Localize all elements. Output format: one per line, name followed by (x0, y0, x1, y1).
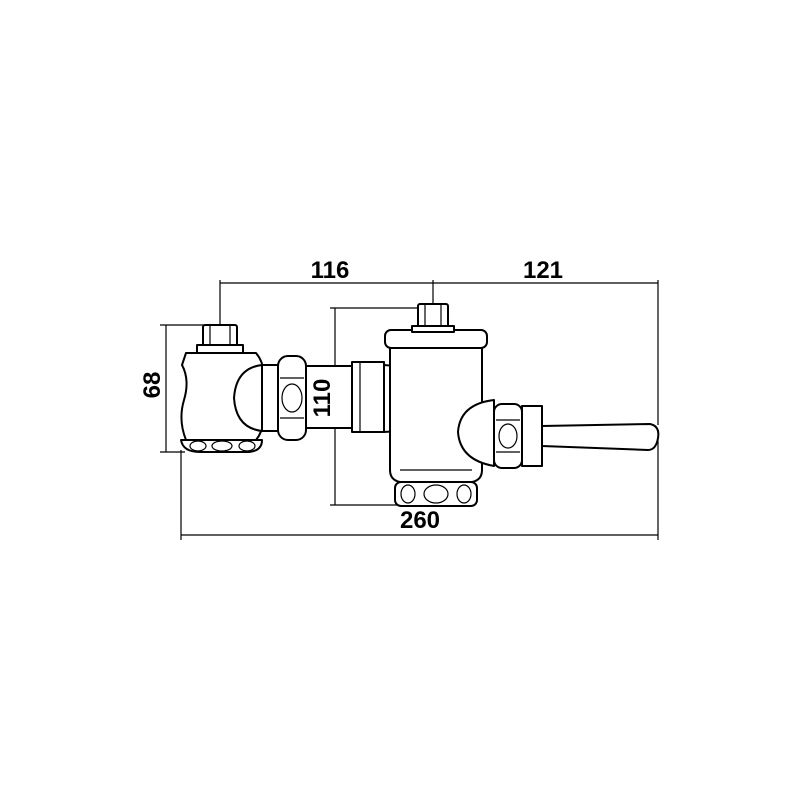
dim-label-110: 110 (309, 379, 336, 418)
dim-label-68: 68 (139, 372, 166, 399)
dim-label-121: 121 (523, 257, 563, 284)
connecting-union (233, 355, 353, 441)
dim-label-260: 260 (400, 507, 440, 534)
handle-assembly (457, 399, 660, 469)
dim-label-116: 116 (311, 257, 350, 284)
flush-valve-body (351, 303, 488, 507)
dimension-lines (160, 280, 659, 540)
